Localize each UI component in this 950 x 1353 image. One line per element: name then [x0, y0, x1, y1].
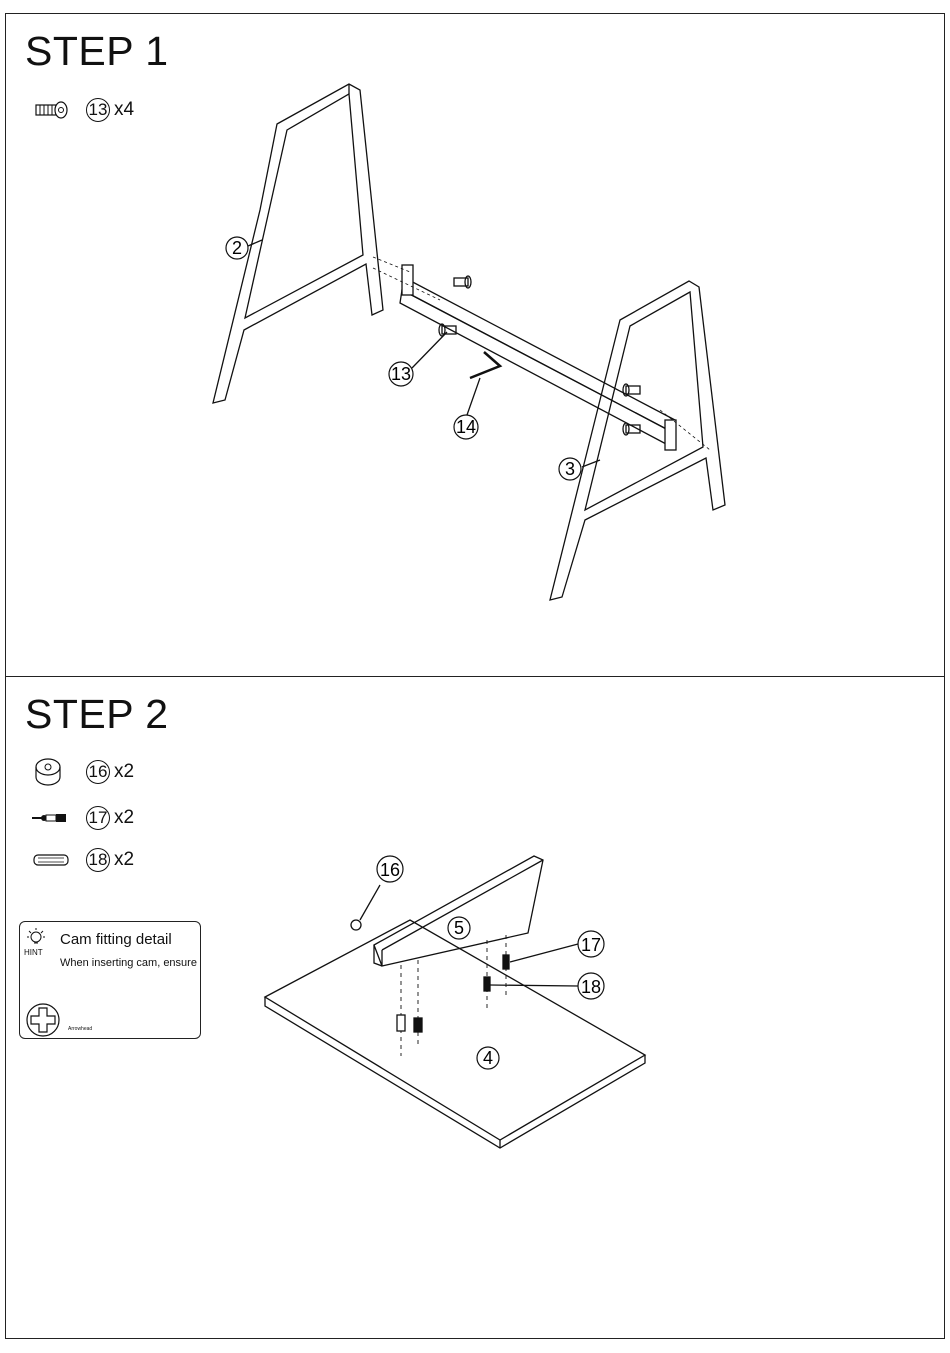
- callout-part-13: 13: [391, 364, 411, 384]
- callout-part-18: 18: [581, 977, 601, 997]
- callout-part-2: 2: [232, 238, 242, 258]
- cam-lock-part-16: [351, 920, 361, 930]
- callout-part-16: 16: [380, 860, 400, 880]
- callout-part-5: 5: [454, 918, 464, 938]
- callout-part-14: 14: [456, 417, 476, 437]
- callout-part-3: 3: [565, 459, 575, 479]
- crossbar: [400, 265, 676, 450]
- callout-part-17: 17: [581, 935, 601, 955]
- callout-part-4: 4: [483, 1048, 493, 1068]
- screw-13: [439, 276, 640, 435]
- allen-key-part-14: [470, 352, 500, 378]
